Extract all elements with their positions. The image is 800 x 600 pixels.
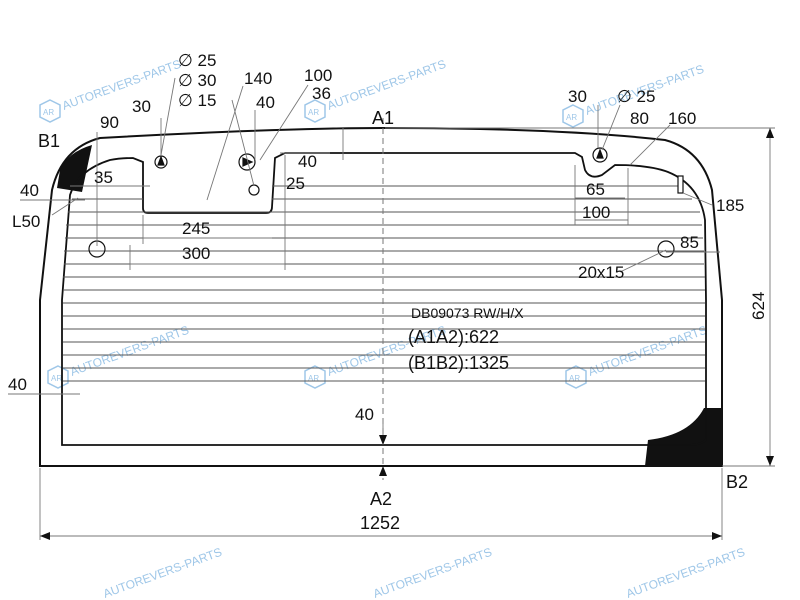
ceramic-corner-top-left bbox=[57, 145, 92, 192]
watermark-text: AUTOREVERS-PARTS bbox=[68, 323, 191, 379]
hole-center-left-small bbox=[248, 184, 260, 196]
label-85: 85 bbox=[680, 233, 699, 252]
leader-160 bbox=[629, 124, 671, 166]
hole-right-top bbox=[592, 147, 608, 163]
label-a2: A2 bbox=[370, 489, 392, 509]
label-40-left-low: 40 bbox=[8, 375, 27, 394]
label-40-center: 40 bbox=[355, 405, 374, 424]
label-a1a2: (A1A2):622 bbox=[408, 327, 499, 347]
heated-area-outline bbox=[61, 152, 707, 446]
watermark-text-bottom-1: AUTOREVERS-PARTS bbox=[101, 545, 224, 600]
watermark-logo: AR bbox=[308, 374, 319, 383]
watermark-hexagon-icon bbox=[304, 99, 326, 123]
label-300: 300 bbox=[182, 244, 210, 263]
watermark-text: AUTOREVERS-PARTS bbox=[60, 57, 183, 113]
label-100: 100 bbox=[304, 66, 332, 85]
label-d15-left: ∅ 15 bbox=[178, 91, 216, 110]
dimension-lines bbox=[8, 77, 775, 540]
label-160: 160 bbox=[668, 109, 696, 128]
label-245: 245 bbox=[182, 219, 210, 238]
label-width: 1252 bbox=[360, 513, 400, 533]
hole-center-left bbox=[238, 153, 256, 171]
label-b1b2: (B1B2):1325 bbox=[408, 353, 509, 373]
watermark-logo: AR bbox=[43, 108, 54, 117]
label-height: 624 bbox=[749, 292, 768, 320]
watermark-hexagon-icon bbox=[565, 365, 587, 389]
label-100-right: 100 bbox=[582, 203, 610, 222]
label-25: 25 bbox=[286, 174, 305, 193]
arrow-height-top bbox=[766, 128, 774, 138]
watermark-text: AUTOREVERS-PARTS bbox=[586, 323, 709, 379]
arrow-a2 bbox=[379, 466, 387, 476]
label-a1: A1 bbox=[372, 108, 394, 128]
label-185: 185 bbox=[716, 196, 744, 215]
watermark-text-bottom-2: AUTOREVERS-PARTS bbox=[371, 545, 494, 600]
label-b1: B1 bbox=[38, 131, 60, 151]
label-40-top: 40 bbox=[256, 93, 275, 112]
label-90: 90 bbox=[100, 113, 119, 132]
arrow-width-left bbox=[40, 532, 50, 540]
label-slot: 20x15 bbox=[578, 263, 624, 282]
watermark-logo: AR bbox=[51, 374, 62, 383]
leader-185 bbox=[682, 192, 713, 206]
label-d30-left: ∅ 30 bbox=[178, 71, 216, 90]
watermark-hexagon-icon bbox=[39, 99, 61, 123]
labels: ∅ 25 ∅ 30 ∅ 15 140 100 40 36 30 90 A1 B1… bbox=[8, 51, 768, 533]
hole-left-top-marker bbox=[157, 155, 165, 166]
watermark-hexagon-icon bbox=[304, 365, 326, 389]
watermark-text-bottom-3: AUTOREVERS-PARTS bbox=[624, 545, 747, 600]
label-65: 65 bbox=[586, 180, 605, 199]
leader-100 bbox=[259, 84, 309, 161]
label-b2: B2 bbox=[726, 472, 748, 492]
label-30-right: 30 bbox=[568, 87, 587, 106]
hole-right-top-marker bbox=[596, 148, 604, 159]
arrow-height-bottom bbox=[766, 456, 774, 466]
watermark-hexagon-icon bbox=[47, 365, 69, 389]
leader-slot bbox=[619, 249, 667, 273]
antenna-connector bbox=[677, 175, 684, 194]
arrow-40-center bbox=[379, 435, 387, 445]
label-40-notch: 40 bbox=[298, 152, 317, 171]
arrow-width-right bbox=[712, 532, 722, 540]
watermark-logo: AR bbox=[569, 374, 580, 383]
label-140: 140 bbox=[244, 69, 272, 88]
slot-right bbox=[657, 240, 675, 258]
watermark-logo: AR bbox=[308, 108, 319, 117]
leader-d15 bbox=[231, 99, 255, 187]
leader-140 bbox=[206, 85, 244, 201]
label-d25-left: ∅ 25 bbox=[178, 51, 216, 70]
leader-l50 bbox=[51, 197, 79, 216]
label-l50: L50 bbox=[12, 212, 40, 231]
watermark-text: AUTOREVERS-PARTS bbox=[325, 57, 448, 113]
watermark-logo: AR bbox=[566, 113, 577, 122]
label-80: 80 bbox=[630, 109, 649, 128]
dimension-arrows bbox=[40, 128, 774, 540]
label-part-code: DB09073 RW/H/X bbox=[411, 305, 524, 321]
label-30-left: 30 bbox=[132, 97, 151, 116]
ceramic-corner-bottom-right bbox=[645, 408, 722, 466]
label-d25-right: ∅ 25 bbox=[617, 87, 655, 106]
leader-d25-left bbox=[160, 77, 176, 156]
leader-d25-right bbox=[601, 104, 621, 151]
watermark-hexagon-icon bbox=[562, 104, 584, 128]
label-36: 36 bbox=[312, 84, 331, 103]
label-35: 35 bbox=[94, 168, 113, 187]
label-40-side: 40 bbox=[20, 181, 39, 200]
